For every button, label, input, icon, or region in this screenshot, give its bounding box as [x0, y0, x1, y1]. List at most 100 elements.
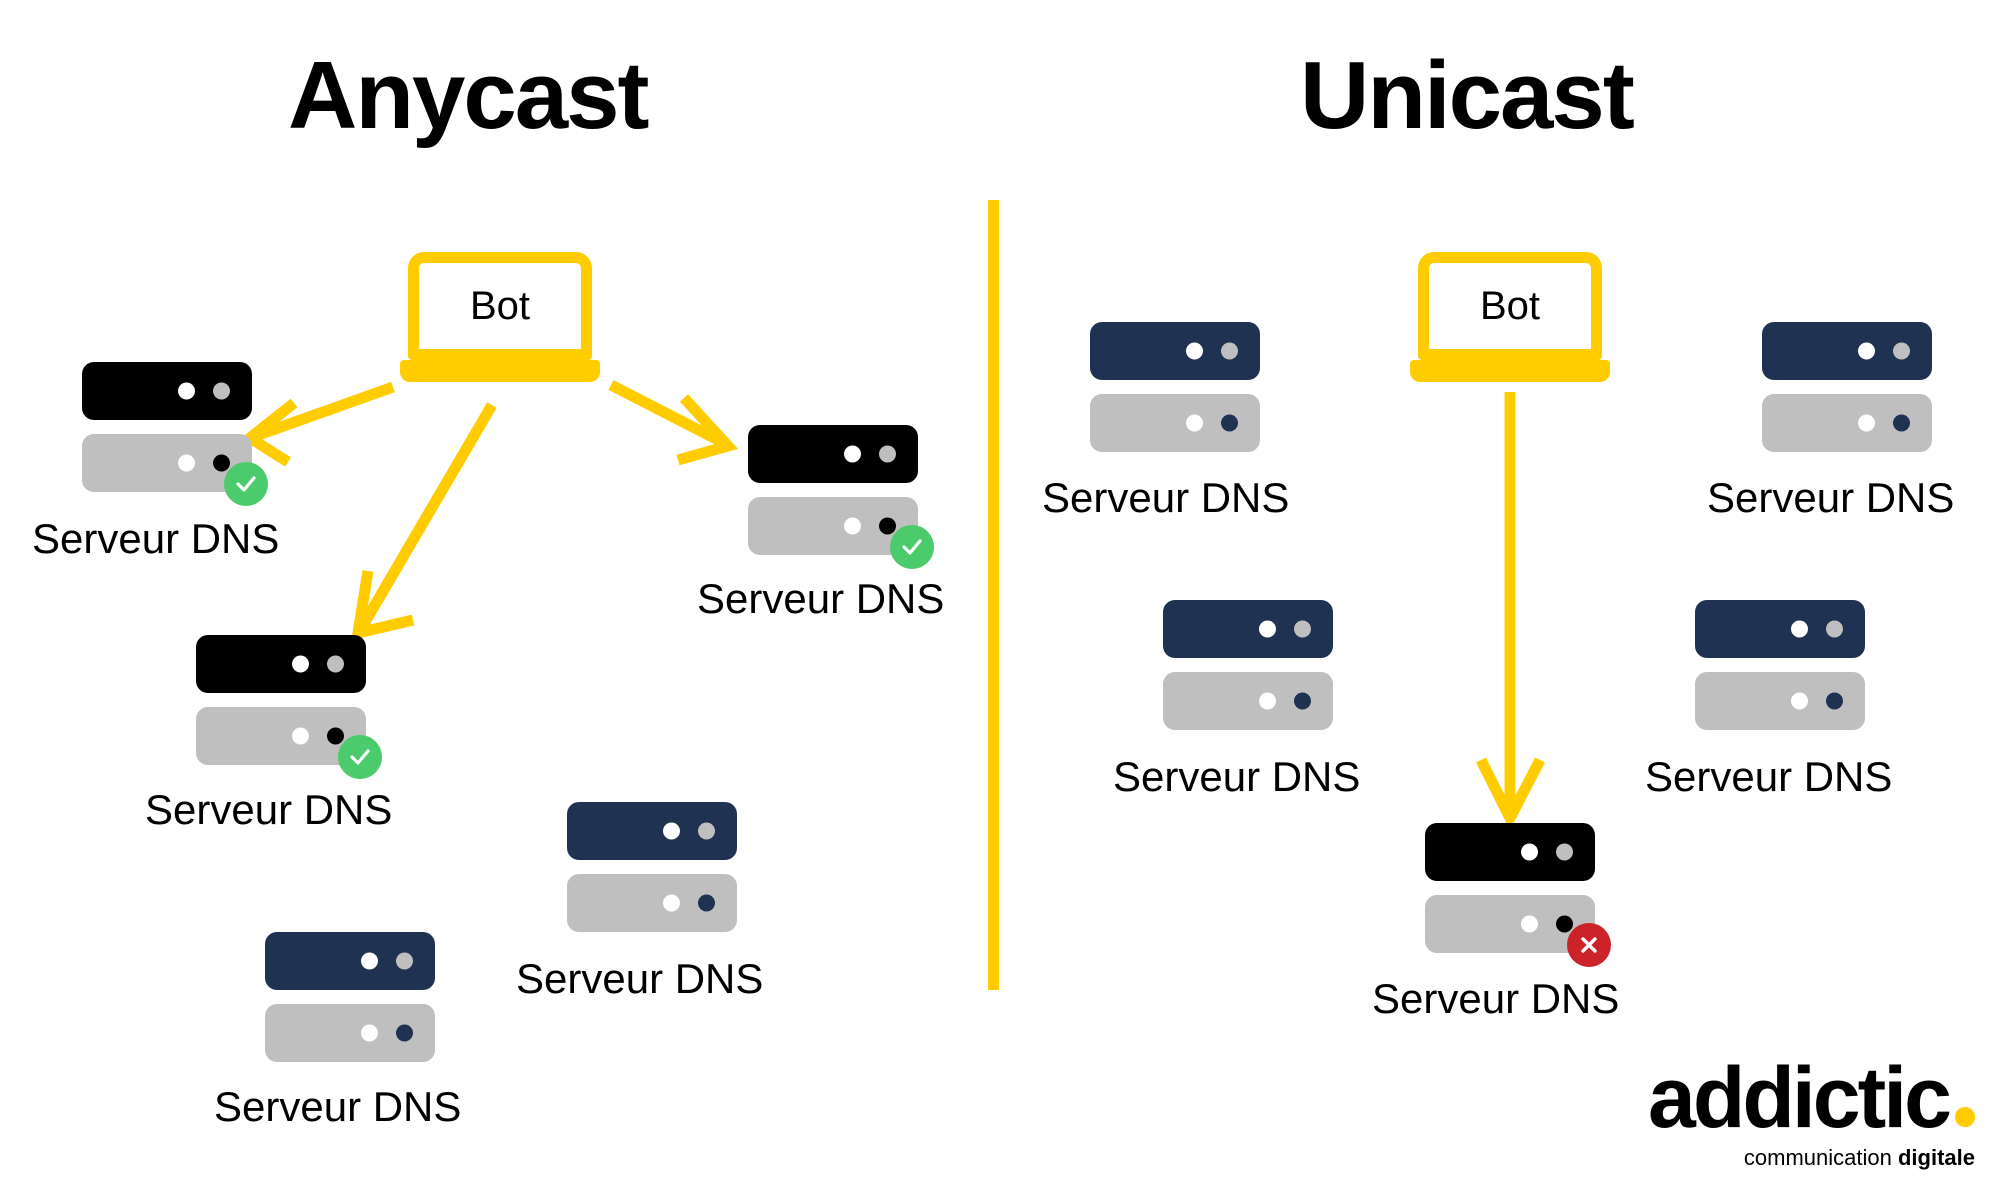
- page-title-unicast: Unicast: [1300, 42, 1635, 149]
- server-unit-bottom: [1695, 672, 1865, 730]
- server-unit-bottom: [1425, 895, 1611, 967]
- dns-server[interactable]: [82, 362, 268, 506]
- logo-tagline-light: communication: [1743, 1145, 1898, 1170]
- logo-wordmark-row: addictic: [1355, 1055, 1975, 1141]
- bot-label: Bot: [469, 284, 531, 328]
- dns-server-label: Serveur DNS: [1707, 474, 1955, 521]
- dns-server[interactable]: [1695, 600, 1865, 735]
- server-led-dark: [1826, 692, 1843, 710]
- dns-server[interactable]: [196, 635, 382, 779]
- dns-server-label: Serveur DNS: [1113, 753, 1361, 800]
- page-title-anycast: Anycast: [288, 42, 649, 149]
- server-led-white: [1186, 342, 1203, 360]
- server-led-white: [1186, 414, 1203, 432]
- server-led-white: [1858, 414, 1875, 432]
- server-led-dark: [879, 517, 896, 535]
- server-led-white: [292, 727, 309, 745]
- server-unit-top: [196, 635, 366, 693]
- laptop-base: [400, 360, 600, 382]
- status-badge-ok: [338, 735, 382, 779]
- server-led-white: [844, 517, 861, 535]
- dns-server[interactable]: [1762, 322, 1932, 457]
- server-unit-top: [1090, 322, 1260, 380]
- dns-server-label: Serveur DNS: [516, 955, 764, 1002]
- server-led-dark: [1893, 414, 1910, 432]
- server-unit-bottom: [1762, 394, 1932, 452]
- dns-server-label: Serveur DNS: [697, 575, 945, 622]
- dns-server-label: Serveur DNS: [1372, 975, 1620, 1022]
- server-unit-top: [567, 802, 737, 860]
- server-led-white: [1521, 915, 1538, 933]
- server-unit-top: [82, 362, 252, 420]
- server-led-gray: [698, 822, 715, 840]
- server-led-gray: [879, 445, 896, 463]
- server-led-white: [663, 822, 680, 840]
- dns-server[interactable]: [1090, 322, 1260, 457]
- server-unit-bottom: [265, 1004, 435, 1062]
- server-led-gray: [327, 655, 344, 673]
- server-led-gray: [396, 952, 413, 970]
- server-led-white: [844, 445, 861, 463]
- server-led-white: [1259, 692, 1276, 710]
- bot-screen: Bot: [1418, 252, 1602, 360]
- server-led-dark: [1294, 692, 1311, 710]
- server-unit-top: [265, 932, 435, 990]
- server-unit-bottom: [82, 434, 268, 506]
- server-led-white: [292, 655, 309, 673]
- server-led-dark: [396, 1024, 413, 1042]
- dns-server-label: Serveur DNS: [145, 786, 393, 833]
- server-led-white: [1858, 342, 1875, 360]
- server-led-white: [1791, 620, 1808, 638]
- server-unit-bottom: [1163, 672, 1333, 730]
- dns-server-label: Serveur DNS: [32, 515, 280, 562]
- logo-tagline-bold: digitale: [1897, 1145, 1975, 1170]
- server-led-white: [178, 454, 195, 472]
- dns-server-label: Serveur DNS: [214, 1083, 462, 1130]
- server-led-dark: [698, 894, 715, 912]
- logo-dot-icon: [1955, 1107, 1975, 1127]
- brand-logo[interactable]: addictic communication digitale: [1355, 1055, 1975, 1169]
- logo-wordmark-text: addictic: [1648, 1050, 1952, 1146]
- dns-server[interactable]: [748, 425, 934, 569]
- logo-tagline: communication digitale: [1355, 1147, 1975, 1169]
- server-led-gray: [1893, 342, 1910, 360]
- bot-laptop-anycast[interactable]: Bot: [400, 252, 600, 382]
- laptop-base: [1410, 360, 1610, 382]
- server-led-white: [361, 1024, 378, 1042]
- server-led-white: [1259, 620, 1276, 638]
- server-unit-top: [1425, 823, 1595, 881]
- bot-screen: Bot: [408, 252, 592, 360]
- server-unit-bottom: [196, 707, 382, 779]
- server-unit-top: [748, 425, 918, 483]
- server-unit-bottom: [1090, 394, 1260, 452]
- server-led-white: [178, 382, 195, 400]
- status-badge-ok: [890, 525, 934, 569]
- dns-server[interactable]: [567, 802, 737, 937]
- server-led-white: [1521, 843, 1538, 861]
- dns-server[interactable]: [1425, 823, 1611, 967]
- server-unit-top: [1695, 600, 1865, 658]
- dns-server[interactable]: [265, 932, 435, 1067]
- server-led-dark: [213, 454, 230, 472]
- server-led-gray: [213, 382, 230, 400]
- server-unit-top: [1163, 600, 1333, 658]
- status-badge-ok: [224, 462, 268, 506]
- status-badge-error: [1567, 923, 1611, 967]
- server-led-white: [361, 952, 378, 970]
- server-led-white: [663, 894, 680, 912]
- server-led-white: [1791, 692, 1808, 710]
- server-led-gray: [1556, 843, 1573, 861]
- server-led-dark: [1221, 414, 1238, 432]
- server-led-dark: [327, 727, 344, 745]
- server-unit-top: [1762, 322, 1932, 380]
- server-unit-bottom: [567, 874, 737, 932]
- server-unit-bottom: [748, 497, 934, 569]
- bot-label: Bot: [1479, 284, 1541, 328]
- server-led-gray: [1221, 342, 1238, 360]
- server-led-gray: [1826, 620, 1843, 638]
- bot-laptop-unicast[interactable]: Bot: [1410, 252, 1610, 382]
- panel-divider: [988, 200, 999, 990]
- server-led-gray: [1294, 620, 1311, 638]
- dns-server[interactable]: [1163, 600, 1333, 735]
